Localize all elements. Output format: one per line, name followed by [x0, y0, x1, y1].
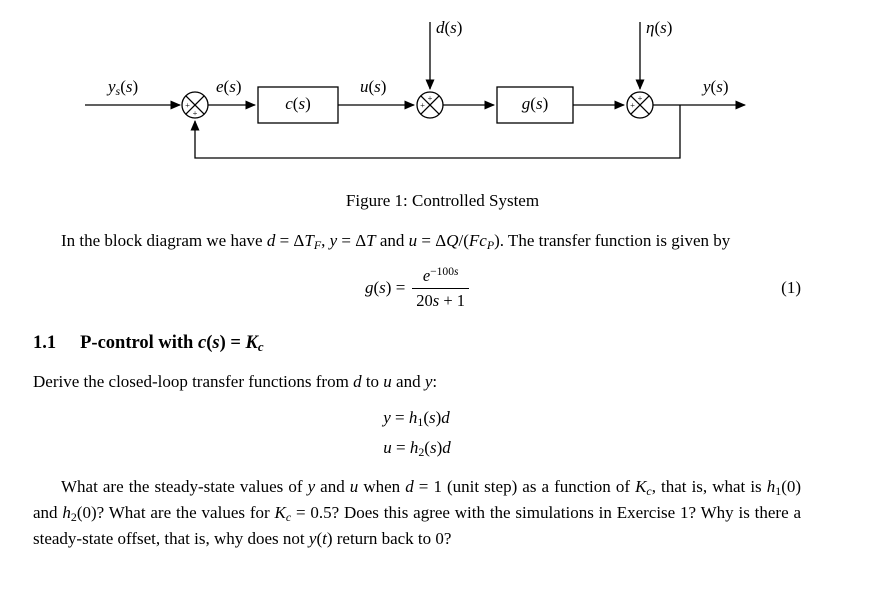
- plus-sign: +: [428, 93, 433, 103]
- diagram-canvas: + + + + + +: [85, 22, 746, 159]
- summing-junction-3: [626, 91, 654, 119]
- summing-junction-1: [181, 91, 209, 119]
- equation-column: y = h1(s)d u = h2(s)d: [383, 403, 451, 463]
- equation-u: u = h2(s)d: [383, 438, 451, 459]
- figure-caption: Figure 1: Controlled System: [345, 191, 540, 210]
- eq1-lhs: g(s) =: [364, 278, 406, 297]
- label-control: u(s): [360, 77, 387, 96]
- equation-transfer-function: g(s) = e−100s 20s + 1 (1): [33, 260, 801, 316]
- label-error: e(s): [216, 77, 242, 96]
- label-setpoint: ys(s): [108, 77, 139, 98]
- equation-y: y = h1(s)d: [383, 408, 450, 429]
- section-number: 1.1: [33, 333, 57, 353]
- equations-closed-loop: y = h1(s)d u = h2(s)d: [33, 403, 801, 463]
- label-plant-block: g(s): [521, 94, 549, 113]
- plus-sign: +: [420, 100, 425, 110]
- eq1-numerator: e−100s: [422, 266, 459, 286]
- plus-sign: +: [630, 100, 635, 110]
- label-disturbance: d(s): [436, 18, 463, 37]
- summing-junction-2: [416, 91, 444, 119]
- block-controller: [257, 86, 339, 124]
- eq1-denominator: 20s + 1: [412, 287, 470, 311]
- block-diagram: + + + + + + ys(s) e(s) u(s) d(s) η(s) y(…: [0, 0, 885, 175]
- plus-sign: +: [638, 93, 643, 103]
- section-title: P-control with c(s) = Kc: [80, 333, 264, 355]
- feedback-line: [190, 105, 681, 159]
- equation-number: (1): [781, 278, 801, 297]
- block-plant: [496, 86, 574, 124]
- paragraph-intro: In the block diagram we have d = ΔTF, y …: [61, 231, 731, 252]
- eq1-fraction: e−100s 20s + 1: [412, 265, 470, 311]
- section-heading: 1.1 P-control with c(s) = Kc: [33, 333, 801, 354]
- text-column: In the block diagram we have d = ΔTF, y …: [33, 228, 801, 552]
- plus-sign: +: [193, 108, 198, 118]
- plus-sign: +: [185, 100, 190, 110]
- label-noise: η(s): [646, 18, 673, 37]
- label-output: y(s): [703, 77, 729, 96]
- paragraph-derive: Derive the closed-loop transfer function…: [33, 372, 438, 391]
- label-controller-block: c(s): [285, 94, 311, 113]
- paragraph-questions: What are the steady-state values of y an…: [33, 477, 802, 548]
